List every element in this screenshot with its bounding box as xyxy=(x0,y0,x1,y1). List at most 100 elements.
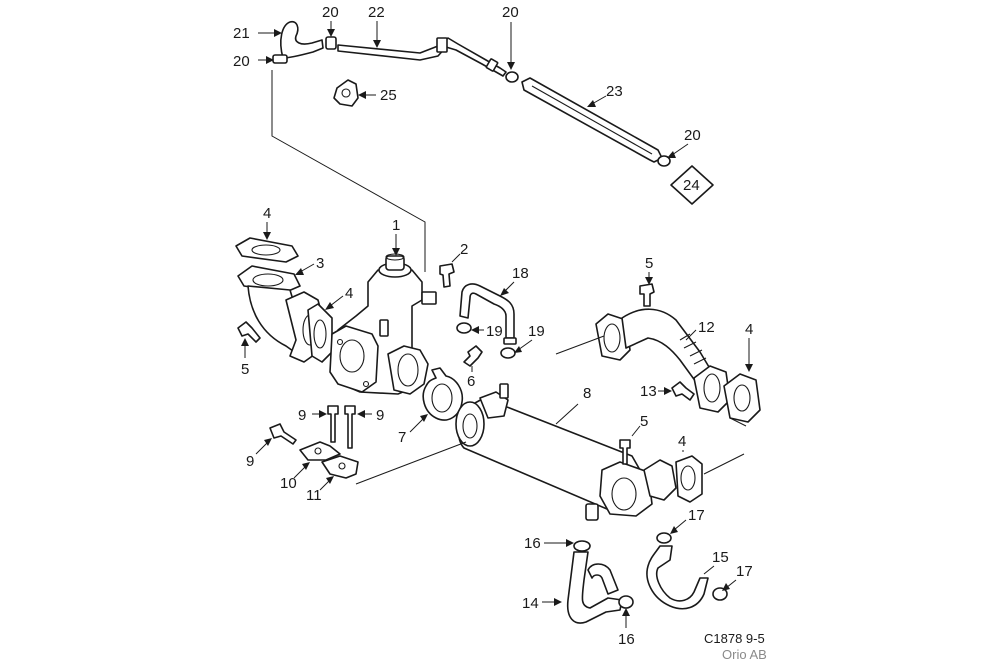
pipe-12-outlet-hole xyxy=(703,373,721,403)
arrowhead-9-c xyxy=(264,438,272,446)
bolt-13 xyxy=(671,381,695,401)
leader-17-a xyxy=(673,519,687,531)
valve-1-bracket xyxy=(421,291,437,305)
valve-25 xyxy=(333,79,359,107)
clamp-7-inner xyxy=(431,383,453,413)
arrowhead-9-a xyxy=(319,410,327,418)
leader-7 xyxy=(409,417,425,433)
cooler-8-rear-bore xyxy=(611,477,637,511)
hose-21 xyxy=(280,20,324,59)
callout-7: 7 xyxy=(398,429,406,446)
pipe-12-inlet-flange xyxy=(595,313,631,361)
cooler-8-bleed xyxy=(499,383,509,399)
clamp-17b xyxy=(712,587,728,601)
valve-1-stud xyxy=(379,319,389,337)
arrowhead-10 xyxy=(302,462,310,470)
leader-20-d xyxy=(671,143,689,156)
bracket-11-hole xyxy=(338,462,346,470)
callout-12: 12 xyxy=(698,319,715,336)
callout-labels: 21 20 22 20 20 25 23 20 24 4 xyxy=(233,4,753,648)
elbow-assembly-left xyxy=(235,237,333,363)
leader-15 xyxy=(703,565,715,575)
callout-20-d: 20 xyxy=(684,127,701,144)
callout-5-a: 5 xyxy=(241,361,249,378)
callout-19-b: 19 xyxy=(528,323,545,340)
arrowhead-4-c xyxy=(745,364,753,372)
arrowhead-3 xyxy=(295,268,304,275)
arrowhead-11 xyxy=(326,476,334,484)
callout-4-d: 4 xyxy=(678,433,686,450)
callout-5-b: 5 xyxy=(645,255,653,272)
clamp-20-lower xyxy=(272,54,288,64)
gasket-4b xyxy=(307,303,333,363)
callout-16-b: 16 xyxy=(618,631,635,648)
callout-9-a: 9 xyxy=(298,407,306,424)
callout-11: 11 xyxy=(306,487,322,504)
arrowhead-14 xyxy=(554,598,562,606)
callout-20-a: 20 xyxy=(233,53,250,70)
clamp-17a xyxy=(656,532,672,544)
leader-19-b xyxy=(517,339,533,351)
leader-2 xyxy=(451,253,461,263)
callout-8: 8 xyxy=(583,385,591,402)
clamp-16b xyxy=(618,595,634,609)
bolt-5b xyxy=(639,283,655,307)
arrowhead-25 xyxy=(358,91,366,99)
arrowhead-7 xyxy=(420,414,428,422)
callout-19-a: 19 xyxy=(486,323,503,340)
bolt-5c xyxy=(619,439,631,465)
callout-24: 24 xyxy=(683,177,700,194)
arrowhead-20-c xyxy=(507,62,515,70)
gasket-4c xyxy=(723,373,761,423)
leader-11 xyxy=(319,479,331,491)
figure-owner: Orio AB xyxy=(722,647,767,662)
callout-15: 15 xyxy=(712,549,729,566)
leader-9-c xyxy=(255,441,269,455)
pipe-22-bracket-2 xyxy=(485,58,499,72)
arrowhead-16-b xyxy=(622,608,630,616)
arrowhead-9-b xyxy=(357,410,365,418)
valve-25-port xyxy=(341,88,351,98)
arrowhead-21 xyxy=(274,29,282,37)
cooler-8-outlet xyxy=(643,459,677,501)
leader-pipe12-left xyxy=(555,335,605,355)
callout-5-c: 5 xyxy=(640,413,648,430)
leader-8 xyxy=(555,403,579,425)
arrowhead-16-a xyxy=(566,539,574,547)
hose-18-end xyxy=(503,337,517,345)
gasket-4a xyxy=(235,237,299,263)
leader-top-to-valve xyxy=(271,70,426,272)
bolt-9c xyxy=(269,423,297,445)
callout-13: 13 xyxy=(640,383,657,400)
egr-cooler-8 xyxy=(355,383,745,521)
bracket-parts xyxy=(269,405,359,479)
leader-5-c xyxy=(631,425,641,437)
pipe-22-bracket xyxy=(436,37,448,53)
clamp-19a xyxy=(456,322,472,334)
callout-4-a: 4 xyxy=(263,205,271,222)
gasket-4d xyxy=(675,455,703,503)
arrowhead-19-b xyxy=(514,346,522,353)
arrowhead-5-b xyxy=(645,277,653,285)
arrowhead-1 xyxy=(392,248,400,256)
gasket-4d-hole xyxy=(680,465,696,491)
valve-1-outlet xyxy=(387,345,429,395)
arrowhead-20-b xyxy=(327,29,335,37)
hose-18 xyxy=(456,283,517,359)
callout-22: 22 xyxy=(368,4,385,21)
leader-12 xyxy=(685,329,697,341)
callout-25: 25 xyxy=(380,87,397,104)
arrowhead-23 xyxy=(587,100,596,107)
callout-21: 21 xyxy=(233,25,250,42)
arrowhead-17-b xyxy=(722,583,730,591)
callout-16-a: 16 xyxy=(524,535,541,552)
leader-pipe12-right xyxy=(729,417,747,427)
pipe-22 xyxy=(337,37,507,77)
cooler-8-front-end xyxy=(455,401,485,447)
leader-4-b xyxy=(329,295,344,307)
callout-17-b: 17 xyxy=(736,563,753,580)
bolt-9a xyxy=(327,405,339,443)
callout-23: 23 xyxy=(606,83,623,100)
valve-1-bolt-hole-2 xyxy=(362,380,370,388)
arrowhead-4-a xyxy=(263,232,271,240)
